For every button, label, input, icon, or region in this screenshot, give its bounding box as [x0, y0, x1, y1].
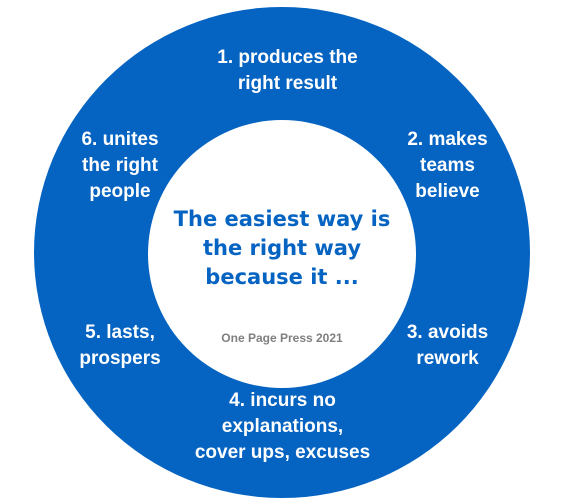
item-makes-teams-believe: 2. makes teams believe [407, 129, 488, 202]
item-unites-right-people: 6. unites the right people [81, 129, 159, 202]
item-produces-right-result: 1. produces the right result [217, 47, 358, 94]
item-lasts-prospers: 5. lasts, prospers [79, 322, 161, 369]
item-avoids-rework: 3. avoids rework [406, 322, 489, 369]
item-incurs-no-explanations: 4. incurs no explanations, cover ups, ex… [194, 390, 371, 463]
credit-text: One Page Press 2021 [221, 331, 343, 345]
center-circle [148, 120, 416, 388]
center-title: The easiest way is the right way because… [173, 207, 391, 289]
